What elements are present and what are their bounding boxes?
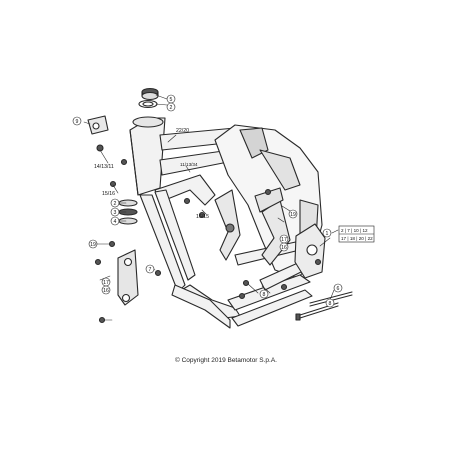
svg-text:4: 4 bbox=[114, 219, 117, 225]
svg-text:17: 17 bbox=[281, 237, 287, 243]
callout-16a: 16 bbox=[101, 285, 111, 295]
middle-bracket bbox=[214, 189, 241, 261]
bearing-ring bbox=[138, 99, 158, 109]
callout-2b: 2 bbox=[110, 198, 120, 208]
ref-box-row2: 17 | 18 | 20 | 22 bbox=[341, 236, 373, 241]
callout-2a: 2 bbox=[166, 102, 176, 112]
callout-7: 7 bbox=[145, 264, 155, 274]
svg-text:17: 17 bbox=[103, 280, 109, 286]
callout-16b: 16 bbox=[279, 242, 289, 252]
svg-text:16: 16 bbox=[103, 288, 109, 294]
callout-9: 9 bbox=[72, 116, 82, 126]
callout-labels: 5 2 9 22/20 14/13/11 11/13/34 15/16 2 3 … bbox=[72, 94, 343, 308]
callout-17b: 17 bbox=[279, 234, 289, 244]
callout-6: 6 bbox=[333, 283, 343, 293]
svg-text:19: 19 bbox=[90, 242, 96, 248]
svg-text:7: 7 bbox=[149, 267, 152, 273]
callout-19b: 19 bbox=[288, 209, 298, 219]
copyright-text: © Copyright 2019 Betamotor S.p.A. bbox=[175, 357, 277, 364]
reference-box: 2 | 7 | 10 | 12 17 | 18 | 20 | 22 bbox=[338, 225, 375, 243]
svg-text:8: 8 bbox=[263, 292, 266, 298]
callout-3: 3 bbox=[110, 207, 120, 217]
bearing-cap bbox=[141, 87, 159, 101]
callout-8b: 8 bbox=[325, 298, 335, 308]
callout-5: 5 bbox=[166, 94, 176, 104]
svg-text:16: 16 bbox=[281, 245, 287, 251]
svg-text:8: 8 bbox=[329, 301, 332, 307]
callout-14-13-11: 14/13/11 bbox=[94, 164, 114, 170]
callout-22-20: 22/20 bbox=[176, 128, 189, 134]
callout-15-16: 15/16 bbox=[102, 191, 115, 197]
callout-8a: 8 bbox=[259, 289, 269, 299]
callout-11-13-34: 11/13/34 bbox=[180, 162, 198, 167]
steering-head-tube bbox=[129, 116, 166, 196]
callout-17a: 17 bbox=[101, 277, 111, 287]
svg-text:9: 9 bbox=[76, 119, 79, 125]
upper-right-bracket bbox=[254, 187, 284, 213]
bushing-clamp bbox=[87, 115, 109, 135]
callout-1: 1 bbox=[322, 228, 332, 238]
callout-19a: 19 bbox=[88, 239, 98, 249]
callout-4: 4 bbox=[110, 216, 120, 226]
engine-mount-plate bbox=[117, 249, 139, 306]
svg-text:1: 1 bbox=[326, 231, 329, 237]
spacer-stack bbox=[118, 199, 138, 225]
svg-text:5: 5 bbox=[170, 97, 173, 103]
callout-16-15: 16/15 bbox=[196, 214, 209, 220]
small-bolts bbox=[94, 144, 322, 324]
svg-text:3: 3 bbox=[114, 210, 117, 216]
svg-text:2: 2 bbox=[114, 201, 117, 207]
svg-text:6: 6 bbox=[337, 286, 340, 292]
ref-box-row1: 2 | 7 | 10 | 12 bbox=[341, 228, 368, 233]
svg-text:2: 2 bbox=[170, 105, 173, 111]
svg-text:19: 19 bbox=[290, 212, 296, 218]
